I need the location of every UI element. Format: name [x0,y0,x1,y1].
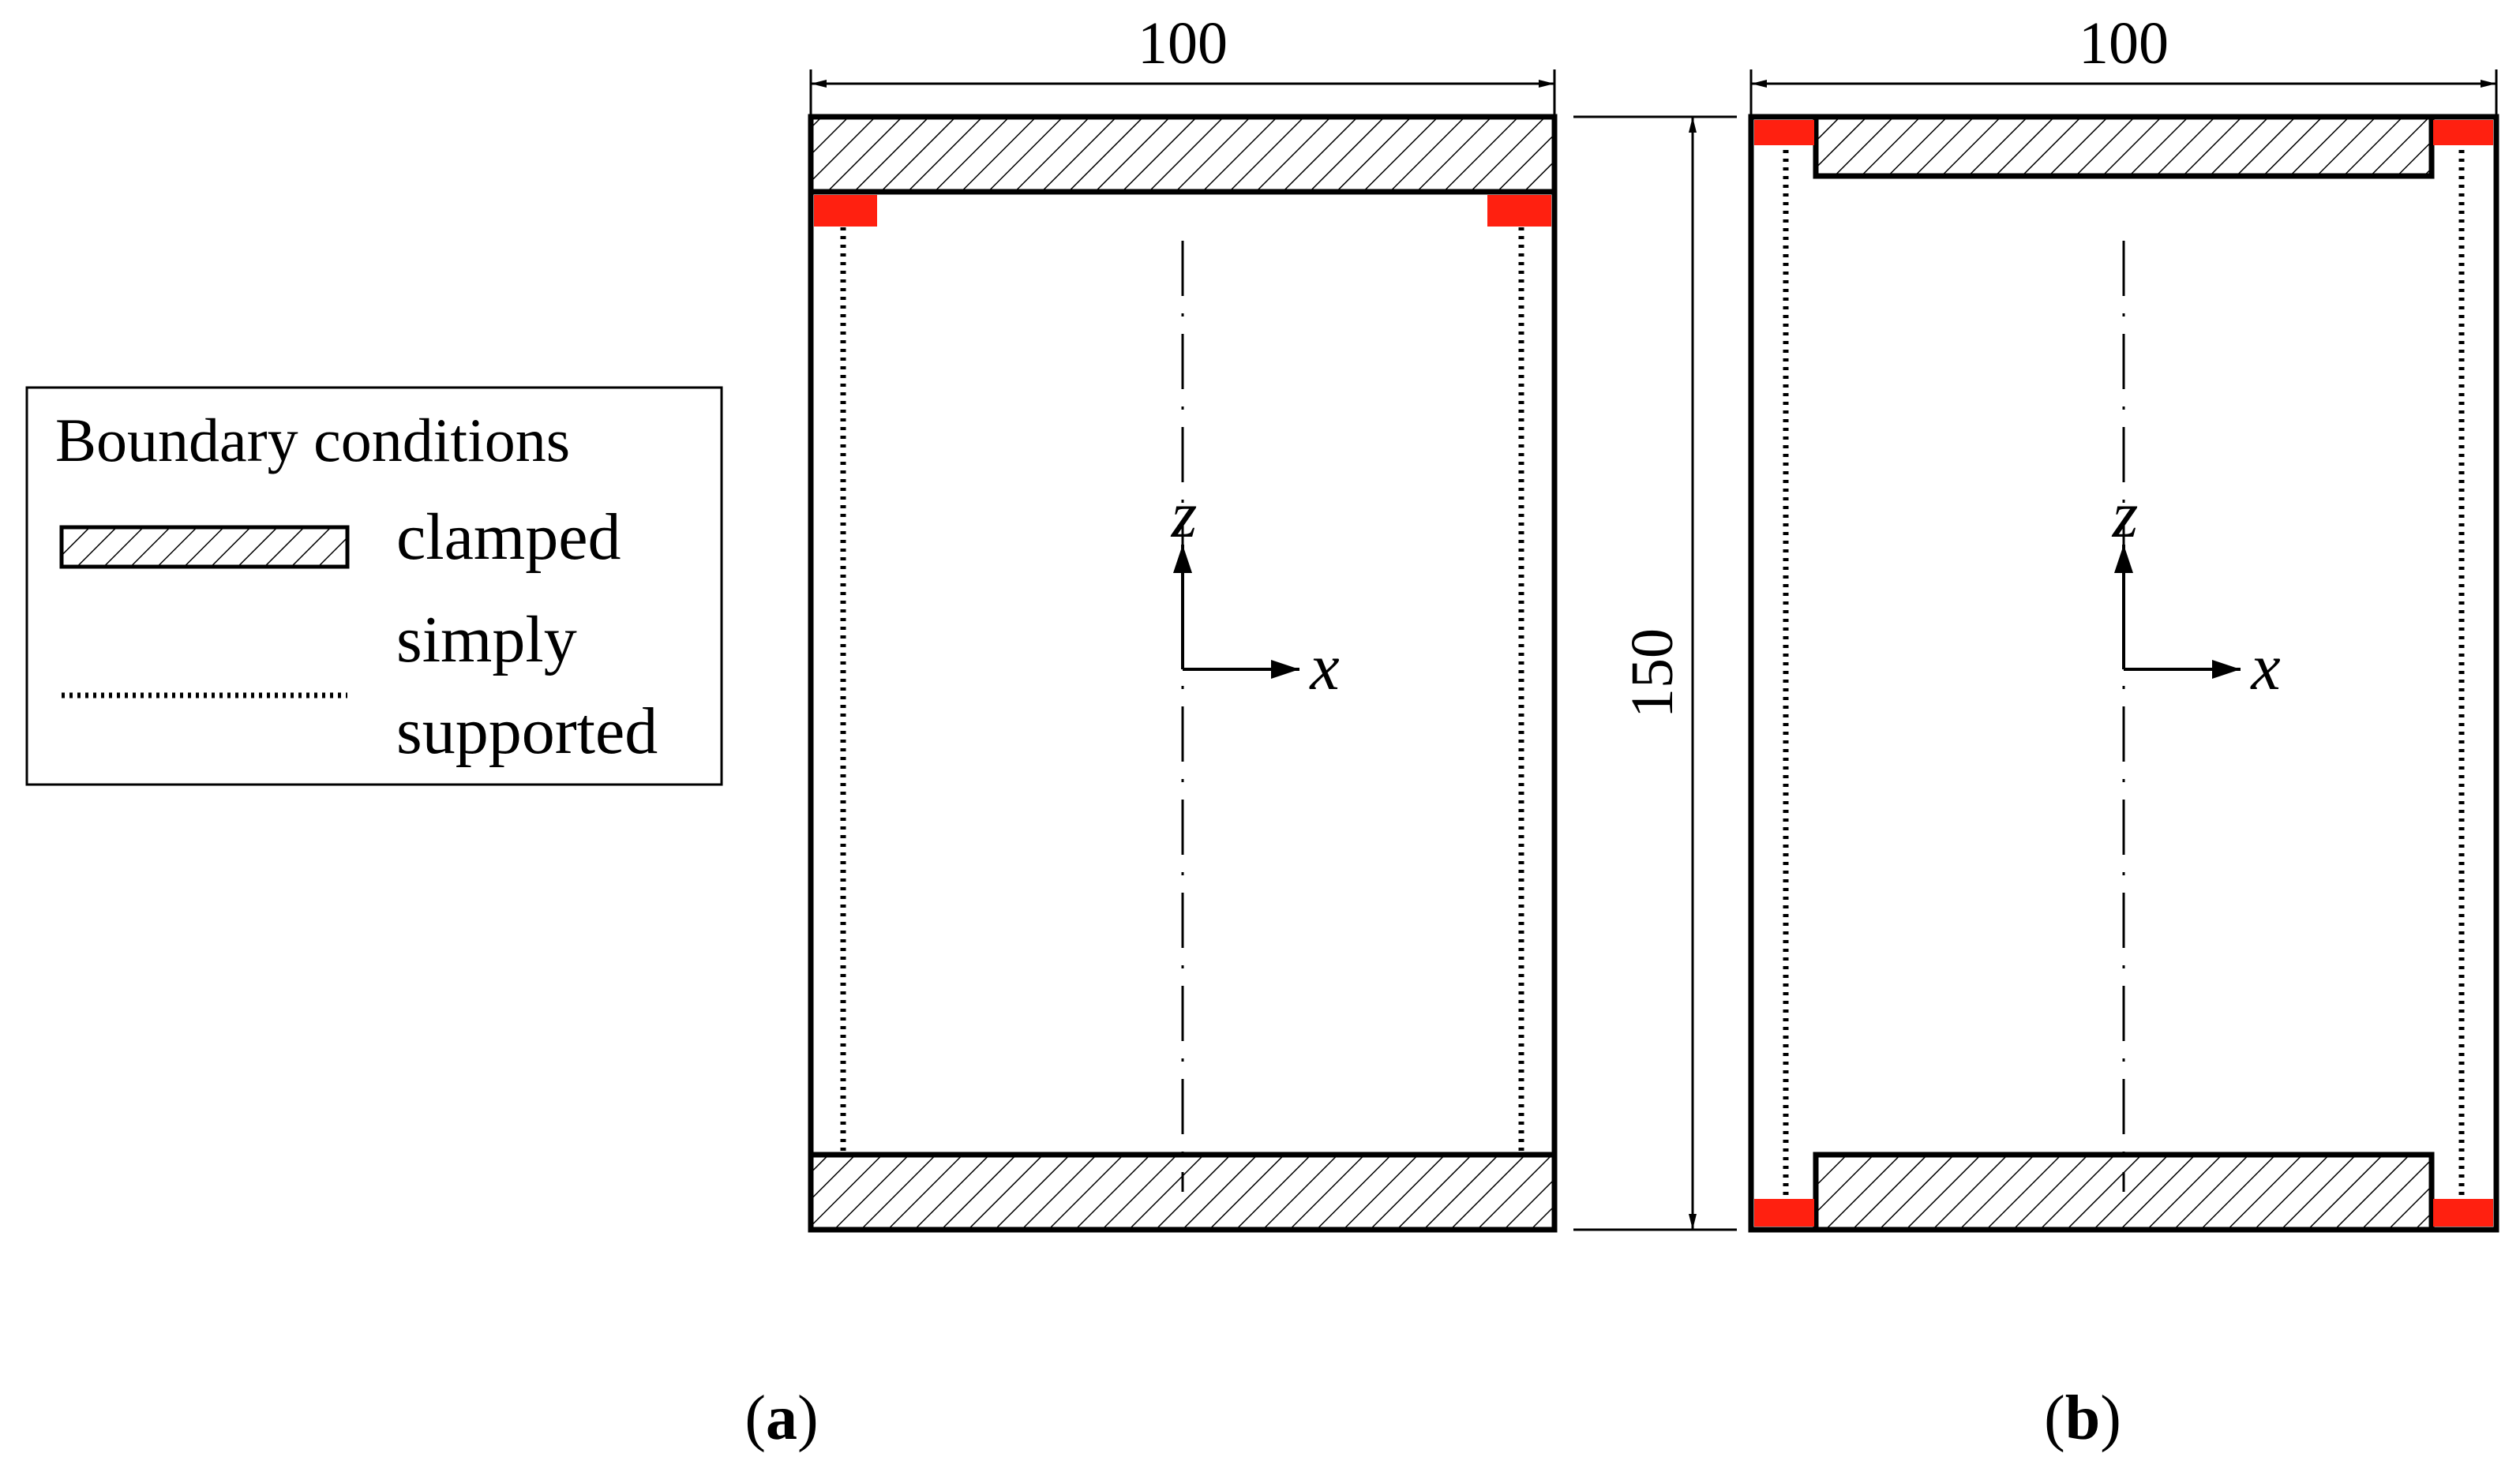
panel-b-clamped-bottom [1813,1152,2435,1233]
legend-simply-supported-label-line1: simply [396,603,577,676]
panel-b-corner-marker-bottom-right [2433,1199,2493,1227]
legend-simply-supported-label-line2: supported [396,695,658,768]
panel-b-z-axis-label: z [2112,478,2139,552]
panel-b-corner-marker-bottom-left [1754,1199,1814,1227]
panel-b-width-label: 100 [2079,10,2169,77]
height-label: 150 [1619,628,1686,718]
height-dimension: 150 [1573,115,1737,1231]
legend: Boundary conditions clamped simply suppo… [25,386,723,786]
legend-clamped-swatch [59,525,350,569]
panel-a-width-label: 100 [1138,10,1228,77]
panel-b-corner-marker-top-left [1754,120,1814,145]
panel-a-outline [808,114,1558,1233]
panel-b-corner-marker-top-right [2433,120,2493,145]
panel-a-corner-marker-left [814,195,877,227]
panel-b-label-open: ( [2044,1384,2065,1453]
legend-frame [25,386,723,786]
panel-a-clamped-top [808,114,1558,195]
panel-b-label-close: ) [2100,1384,2121,1453]
panel-a-label-letter: a [766,1384,797,1453]
panel-a: 100 z x [808,10,1558,1233]
panel-b: 100 z x [1748,10,2499,1233]
panel-a-clamped-bottom [808,1152,1558,1233]
panel-b-label-letter: b [2065,1384,2101,1453]
legend-title: Boundary conditions [55,406,570,474]
panel-a-corner-marker-right [1487,195,1551,227]
panel-a-label-open: ( [744,1384,766,1453]
panel-a-label: (a) [744,1384,818,1453]
panel-b-clamped-top [1813,114,2435,179]
panel-b-x-axis-label: x [2249,631,2280,704]
legend-clamped-label: clamped [396,500,621,574]
panel-a-x-axis-label: x [1308,631,1339,704]
panel-a-label-close: ) [797,1384,819,1453]
panel-a-z-axis-label: z [1171,478,1198,552]
panel-b-label: (b) [2044,1384,2121,1453]
